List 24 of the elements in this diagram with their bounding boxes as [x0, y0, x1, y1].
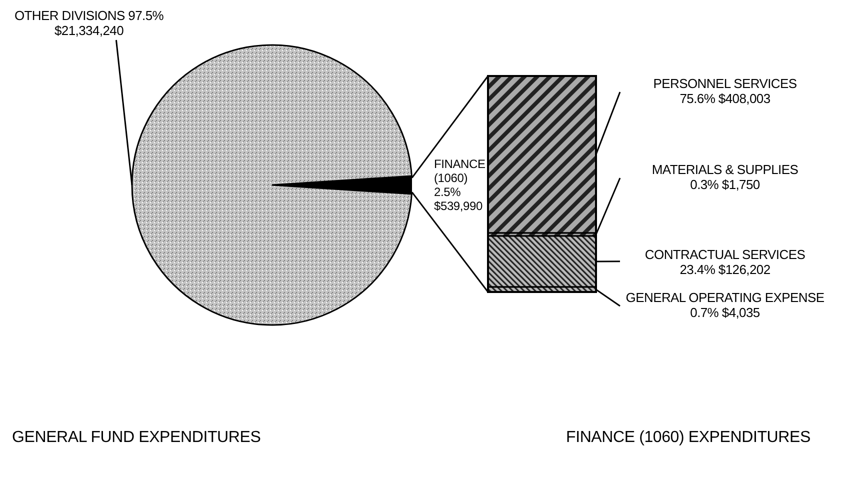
leader-line: [115, 40, 133, 186]
slice-label: PERSONNEL SERVICES: [653, 76, 797, 91]
bar-segment: [487, 75, 597, 234]
bar-segment: [487, 286, 597, 293]
chart-title: GENERAL FUND EXPENDITURES: [12, 428, 262, 448]
slice-label: 23.4% $126,202: [680, 262, 770, 277]
pie-slice: [131, 44, 412, 326]
leader-line: [595, 178, 621, 235]
slice-label: $21,334,240: [54, 23, 124, 38]
chart-title: FINANCE (1060) EXPENDITURES: [566, 428, 812, 448]
leader-line: [596, 260, 620, 262]
leader-line: [595, 92, 621, 155]
slice-label: MATERIALS & SUPPLIES: [652, 162, 798, 177]
slice-label: 75.6% $408,003: [680, 91, 770, 106]
connector-line: [411, 192, 489, 292]
slice-label: FINANCE (1060) 2.5% $539,990: [434, 157, 486, 213]
connector-line: [411, 76, 489, 178]
slice-label: OTHER DIVISIONS 97.5%: [14, 8, 164, 23]
slice-label: 0.3% $1,750: [690, 177, 760, 192]
leader-line: [596, 288, 620, 307]
slice-label: GENERAL OPERATING EXPENSE 0.7% $4,035: [624, 290, 826, 320]
bar-segment: [487, 235, 597, 288]
slice-label: CONTRACTUAL SERVICES: [644, 247, 806, 262]
stacked-bar: [487, 75, 597, 293]
